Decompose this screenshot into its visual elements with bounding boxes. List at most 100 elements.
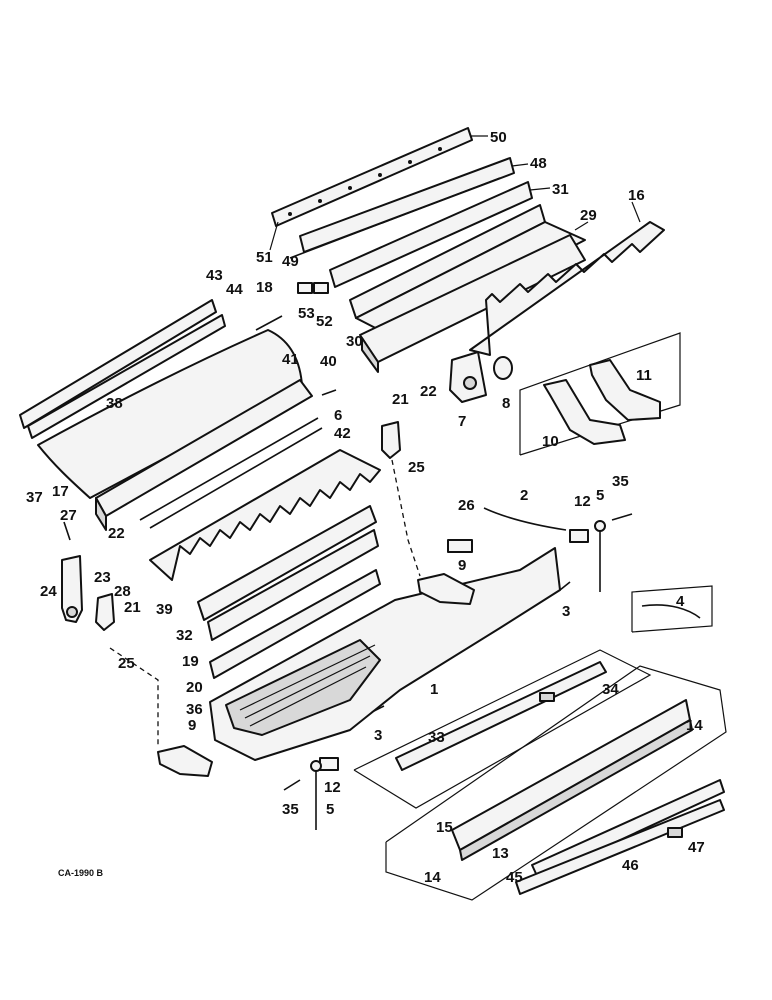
serrated-plate-39 [149,449,381,581]
clip-47 [667,827,683,838]
sieve-13 [385,665,727,901]
label-14-left: 14 [424,869,441,886]
link-9-bottom [157,745,213,777]
label-36: 36 [186,701,203,718]
arm-23 [61,555,83,623]
label-26: 26 [458,497,475,514]
inset-box-4 [631,585,713,633]
label-15: 15 [436,819,453,836]
link-9-top [417,573,475,605]
strip-44 [27,314,226,439]
plate-12-bottom [319,757,339,771]
label-39: 39 [156,601,173,618]
label-6: 6 [334,407,342,424]
strip-20 [209,569,381,679]
label-46: 46 [622,857,639,874]
bolt-35-bottom [283,779,301,791]
label-19: 19 [182,653,199,670]
label-21-left: 21 [124,599,141,616]
label-17: 17 [52,483,69,500]
pan-1 [209,547,561,761]
label-38: 38 [106,395,123,412]
label-52: 52 [316,313,333,330]
label-34: 34 [602,681,619,698]
bolt-35-top [611,513,633,521]
label-41: 41 [282,351,299,368]
cover-17 [37,329,303,499]
rod-18 [255,315,283,331]
bolt-40 [321,389,337,396]
strip-48 [299,157,515,253]
rod-42 [149,427,323,529]
part-labels: 50 48 31 29 16 51 49 53 52 30 43 44 18 4… [26,129,705,886]
label-50: 50 [490,129,507,146]
inset-box-10-11 [519,332,681,456]
strip-45 [515,799,725,895]
label-25-left: 25 [118,655,135,672]
label-23: 23 [94,569,111,586]
arm-21-left [95,593,115,631]
label-53: 53 [298,305,315,322]
label-31: 31 [552,181,569,198]
arm-21-right [381,421,401,459]
pivot-7 [449,351,487,403]
label-7: 7 [458,413,466,430]
label-5-bottom: 5 [326,801,334,818]
label-22-left: 22 [108,525,125,542]
label-51: 51 [256,249,273,266]
label-3-right: 3 [562,603,570,620]
label-2: 2 [520,487,528,504]
label-42: 42 [334,425,351,442]
bracket-53 [297,282,313,294]
bushing-8 [493,356,513,380]
label-14-right: 14 [686,717,703,734]
serrated-plate-16 [469,221,665,356]
label-21-top: 21 [392,391,409,408]
label-10: 10 [542,433,559,450]
label-18: 18 [256,279,273,296]
bar-2 [483,507,567,531]
label-44: 44 [226,281,243,298]
bolt-3-right [559,581,571,591]
label-40: 40 [320,353,337,370]
label-13: 13 [492,845,509,862]
strip-43 [19,299,217,429]
strip-19 [207,529,379,641]
label-24: 24 [40,583,57,600]
leader-lines [269,135,641,251]
label-43: 43 [206,267,223,284]
bracket-26 [447,539,473,553]
bolt-3-left [371,705,385,713]
rail-41 [95,379,313,531]
linkage-left [109,647,159,748]
label-16: 16 [628,187,645,204]
label-11: 11 [636,367,652,384]
label-3-left: 3 [374,727,382,744]
label-29: 29 [580,207,597,224]
label-47: 47 [688,839,705,856]
panel-33 [353,649,652,809]
label-22-top: 22 [420,383,437,400]
label-37: 37 [26,489,43,506]
label-35-bottom: 35 [282,801,299,818]
strip-32 [197,505,377,621]
label-49: 49 [282,253,299,270]
label-5-top: 5 [596,487,604,504]
label-12-bottom: 12 [324,779,341,796]
label-28: 28 [114,583,131,600]
drawing-code: CA-1990 B [58,868,104,878]
label-8: 8 [502,395,510,412]
label-35-top: 35 [612,473,629,490]
label-12-top: 12 [574,493,591,510]
label-27: 27 [60,507,77,524]
rod-6 [139,417,319,521]
label-9-bottom: 9 [188,717,196,734]
bolt-27 [63,521,71,541]
label-1: 1 [430,681,438,698]
label-30: 30 [346,333,363,350]
label-9-top: 9 [458,557,466,574]
plate-12-top [569,529,589,543]
label-45: 45 [506,869,523,886]
linkage-right [391,459,421,577]
